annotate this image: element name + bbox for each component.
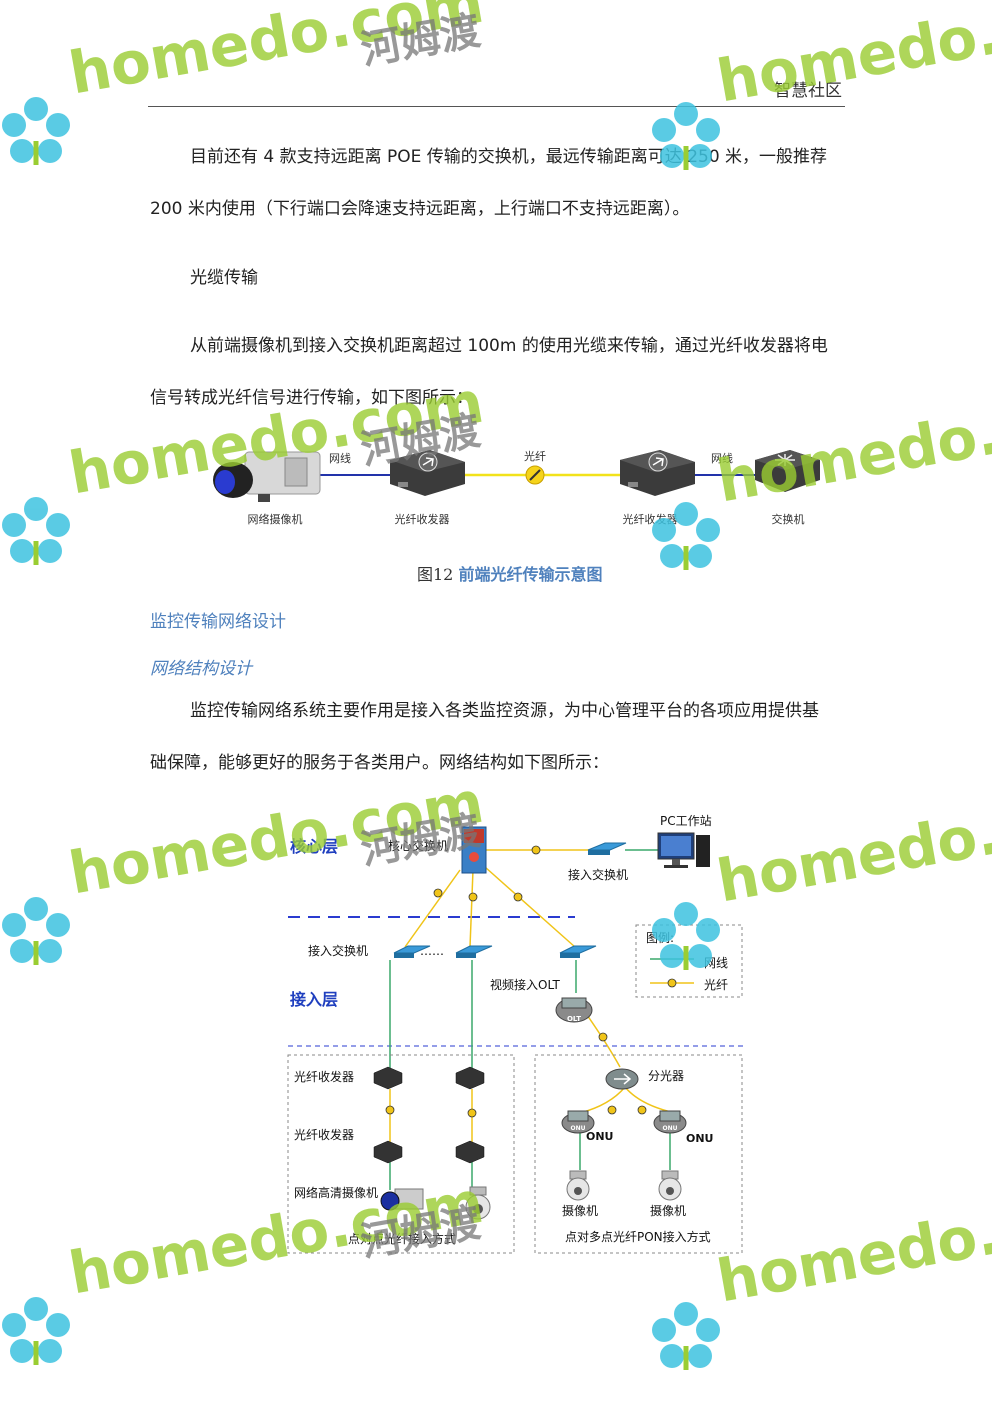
header-title: 智慧社区 xyxy=(774,81,842,101)
hd-camera-label: 网络高清摄像机 xyxy=(294,1185,378,1200)
paragraph-line: 200 米内使用（下行端口会降速支持远距离，上行端口不支持远距离）。 xyxy=(150,199,690,219)
fiber-transceiver-icon xyxy=(620,450,695,496)
dome-camera-icon xyxy=(658,1170,682,1201)
pc-workstation-label: PC工作站 xyxy=(660,814,712,828)
pon-caption: 点对多点光纤PON接入方式 xyxy=(565,1229,711,1244)
dome-camera-icon xyxy=(566,1170,590,1201)
core-layer-label: 核心层 xyxy=(290,837,338,856)
access-layer-label: 接入层 xyxy=(290,990,338,1009)
transceiver-label: 光纤收发器 xyxy=(395,512,450,526)
transceiver-label: 光纤收发器 xyxy=(294,1127,354,1142)
paragraph-line: 光缆传输 xyxy=(190,268,258,288)
wire-label: 网线 xyxy=(711,451,733,465)
core-switch-icon xyxy=(461,826,487,874)
hd-camera-icon xyxy=(380,1188,424,1211)
section-heading: 监控传输网络设计 xyxy=(150,612,286,632)
legend-box xyxy=(635,924,743,998)
paragraph-line: 础保障，能够更好的服务于各类用户。网络结构如下图所示： xyxy=(150,753,609,773)
access-switch-label: 接入交换机 xyxy=(568,867,628,882)
legend-wire-label: 网线 xyxy=(704,956,728,970)
fiber-transceiver-icon xyxy=(455,1140,485,1164)
olt-icon xyxy=(555,997,593,1023)
figure-title: 前端光纤传输示意图 xyxy=(458,565,603,584)
onu-label: ONU xyxy=(586,1130,614,1143)
homedo-flower-icon xyxy=(2,1297,70,1365)
access-switch-icon xyxy=(559,945,597,958)
olt-label: 视频接入OLT xyxy=(490,977,560,992)
legend-fiber-label: 光纤 xyxy=(704,978,728,992)
figure-number: 图12 xyxy=(417,565,454,584)
access-switch-icon xyxy=(587,842,627,855)
onu-badge: ONU xyxy=(663,1125,678,1132)
watermark-cn: 河姆渡 xyxy=(357,7,484,75)
switch-label: 交换机 xyxy=(772,512,805,526)
access-switch-icon xyxy=(455,945,493,958)
onu-label: ONU xyxy=(686,1132,714,1145)
fiber-marker-icon xyxy=(667,978,677,988)
olt-badge: OLT xyxy=(567,1015,581,1023)
access-switch-label: 接入交换机 xyxy=(308,943,368,958)
transceiver-label: 光纤收发器 xyxy=(294,1069,354,1084)
pon-box xyxy=(534,1054,743,1254)
camera-label: 摄像机 xyxy=(650,1203,686,1218)
fiber-connector-icon xyxy=(525,465,545,485)
p2p-caption: 点对点光纤接入方式 xyxy=(348,1231,456,1246)
pc-workstation-icon xyxy=(657,832,710,868)
fiber-transceiver-icon xyxy=(373,1066,403,1090)
homedo-flower-icon xyxy=(2,497,70,565)
paragraph-line: 监控传输网络系统主要作用是接入各类监控资源，为中心管理平台的各项应用提供基 xyxy=(190,701,819,721)
fiber-transceiver-icon xyxy=(390,450,465,496)
camera-label: 网络摄像机 xyxy=(248,512,303,526)
splitter-icon xyxy=(605,1068,639,1090)
paragraph-line: 目前还有 4 款支持远距离 POE 传输的交换机，最远传输距离可达 250 米，… xyxy=(190,147,828,167)
homedo-flower-icon xyxy=(652,1302,720,1370)
watermark-site: homedo.com xyxy=(712,0,992,116)
paragraph-line: 信号转成光纤信号进行传输，如下图所示： xyxy=(150,388,473,408)
dome-camera-icon xyxy=(465,1186,491,1220)
legend-title: 图例: xyxy=(646,931,674,945)
p2p-box xyxy=(287,1054,515,1254)
subsection-heading: 网络结构设计 xyxy=(150,659,252,679)
homedo-flower-icon xyxy=(2,97,70,165)
figure-caption: 图12 前端光纤传输示意图 xyxy=(417,561,602,585)
camera-label: 摄像机 xyxy=(562,1203,598,1218)
homedo-flower-icon xyxy=(2,897,70,965)
transceiver-label: 光纤收发器 xyxy=(623,512,678,526)
onu-icon xyxy=(653,1110,687,1134)
switch-icon xyxy=(755,450,820,492)
fiber-label: 光纤 xyxy=(524,449,546,463)
network-structure-diagram: 核心层 接入层 xyxy=(287,814,745,1254)
onu-badge: ONU xyxy=(571,1125,586,1132)
header-divider xyxy=(148,106,845,107)
fiber-transmission-diagram: 网线 光纤 网线 网络摄像机 光纤收发器 光纤收发器 交换机 xyxy=(213,449,820,526)
network-camera-icon xyxy=(213,451,321,502)
paragraph-line: 从前端摄像机到接入交换机距离超过 100m 的使用光缆来传输，通过光纤收发器将电 xyxy=(190,336,828,356)
wire-label: 网线 xyxy=(329,451,351,465)
fiber-transceiver-icon xyxy=(373,1140,403,1164)
splitter-label: 分光器 xyxy=(648,1069,684,1083)
fiber-marker-icon xyxy=(385,845,647,1118)
access-switch-icon xyxy=(393,945,431,958)
onu-icon xyxy=(561,1110,595,1134)
fiber-transceiver-icon xyxy=(455,1066,485,1090)
ellipsis: …… xyxy=(420,944,444,958)
watermark-site: homedo.com xyxy=(64,0,489,108)
core-switch-label: 核心交换机 xyxy=(388,838,448,853)
